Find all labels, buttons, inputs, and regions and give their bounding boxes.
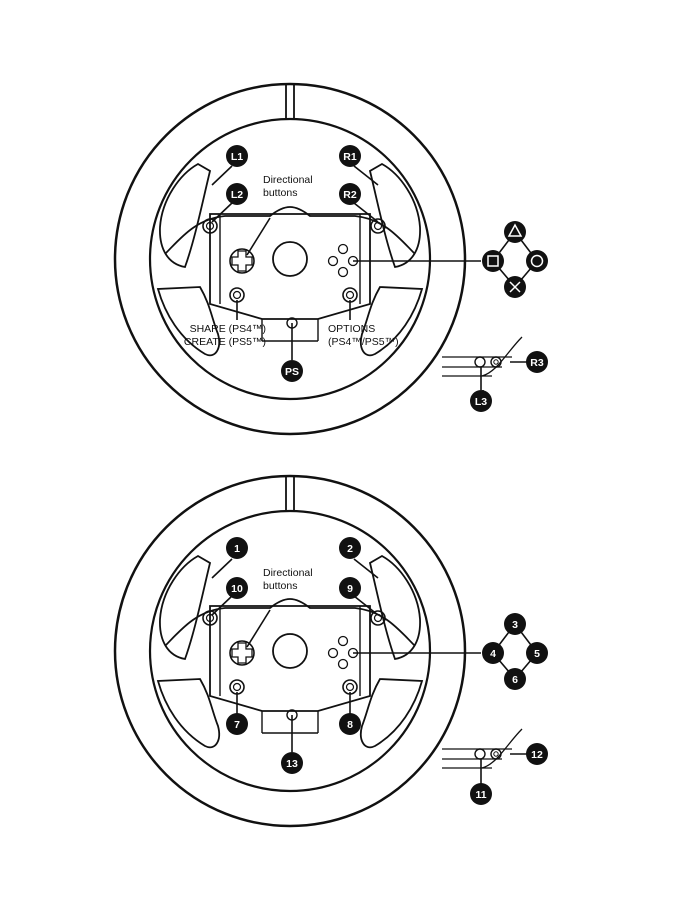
svg-text:9: 9 bbox=[347, 583, 353, 595]
create-label: CREATE (PS5™) bbox=[184, 336, 266, 348]
badge-13: 13 bbox=[281, 752, 303, 774]
badge-4: 4 bbox=[482, 642, 504, 664]
svg-text:1: 1 bbox=[234, 543, 240, 555]
square-icon bbox=[482, 250, 504, 272]
svg-text:12: 12 bbox=[531, 749, 543, 761]
svg-text:L1: L1 bbox=[231, 151, 243, 163]
triangle-icon bbox=[504, 221, 526, 243]
badge-6: 6 bbox=[504, 668, 526, 690]
badge-11: 11 bbox=[470, 783, 492, 805]
svg-text:L3: L3 bbox=[475, 396, 487, 408]
options-label: OPTIONS bbox=[328, 323, 375, 335]
badge-9: 9 bbox=[339, 577, 361, 599]
badge-12: 12 bbox=[526, 743, 548, 765]
badge-l2: L2 bbox=[226, 183, 248, 205]
face-buttons-diamond bbox=[482, 221, 548, 298]
svg-text:L2: L2 bbox=[231, 189, 243, 201]
badge-r2: R2 bbox=[339, 183, 361, 205]
badge-10: 10 bbox=[226, 577, 248, 599]
badge-3: 3 bbox=[504, 613, 526, 635]
svg-text:13: 13 bbox=[286, 758, 298, 770]
badge-r1: R1 bbox=[339, 145, 361, 167]
badge-7: 7 bbox=[226, 713, 248, 735]
cross-icon bbox=[504, 276, 526, 298]
badge-r3: R3 bbox=[526, 351, 548, 373]
svg-text:7: 7 bbox=[234, 719, 240, 731]
svg-text:6: 6 bbox=[512, 674, 518, 686]
badge-8: 8 bbox=[339, 713, 361, 735]
svg-text:R3: R3 bbox=[530, 357, 544, 369]
circle-icon bbox=[526, 250, 548, 272]
badge-l1: L1 bbox=[226, 145, 248, 167]
directional-buttons-label: Directional bbox=[263, 567, 313, 579]
top-wheel-diagram: L1 L2 R1 R2 PS Directional buttons SHARE… bbox=[115, 84, 548, 434]
rear-buttons-inset: R3 L3 bbox=[442, 337, 548, 412]
svg-text:2: 2 bbox=[347, 543, 353, 555]
bottom-wheel-diagram: 1 10 2 9 7 8 13 Directional buttons bbox=[115, 476, 548, 826]
svg-text:R2: R2 bbox=[343, 189, 357, 201]
face-buttons-diamond: 3 4 5 6 bbox=[482, 613, 548, 690]
directional-buttons-label: Directional bbox=[263, 174, 313, 186]
options-platforms-label: (PS4™/PS5™) bbox=[328, 336, 399, 348]
directional-buttons-label: buttons bbox=[263, 580, 297, 592]
svg-text:11: 11 bbox=[475, 789, 486, 801]
svg-text:PS: PS bbox=[285, 366, 299, 378]
svg-text:10: 10 bbox=[231, 583, 243, 595]
share-label: SHARE (PS4™) bbox=[190, 323, 266, 335]
rear-buttons-inset: 12 11 bbox=[442, 729, 548, 805]
svg-text:R1: R1 bbox=[343, 151, 357, 163]
svg-text:5: 5 bbox=[534, 648, 540, 660]
badge-1: 1 bbox=[226, 537, 248, 559]
badge-l3: L3 bbox=[470, 390, 492, 412]
svg-text:3: 3 bbox=[512, 619, 518, 631]
directional-buttons-label: buttons bbox=[263, 187, 297, 199]
svg-text:4: 4 bbox=[490, 648, 496, 660]
svg-text:8: 8 bbox=[347, 719, 353, 731]
badge-ps: PS bbox=[281, 360, 303, 382]
badge-5: 5 bbox=[526, 642, 548, 664]
badge-2: 2 bbox=[339, 537, 361, 559]
